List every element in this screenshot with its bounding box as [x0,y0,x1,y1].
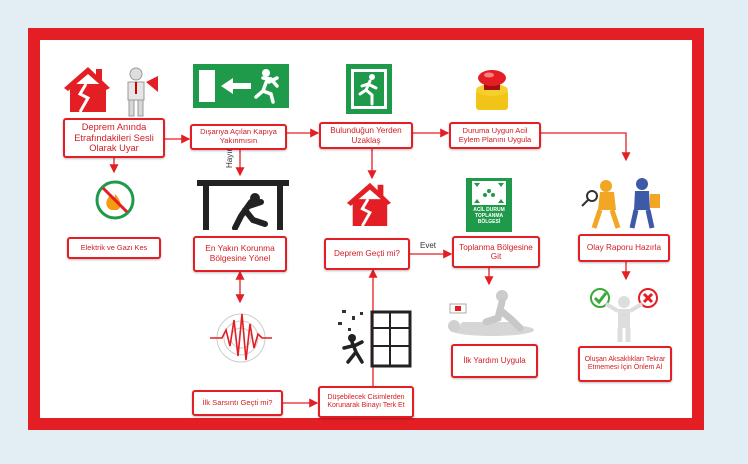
box-nearest-shelter: En Yakın Korunma Bölgesine Yönel [193,236,287,272]
box-first-aid: İlk Yardım Uygula [451,344,538,378]
sign-line-1: ACİL DURUM [473,207,505,213]
box-cut-power-gas: Elektrik ve Gazı Kes [67,237,161,259]
box-warn-others: Deprem Anında Etrafındakileri Sesli Olar… [63,118,165,158]
box-prepare-report: Olay Raporu Hazırla [578,234,670,262]
box-near-exit-door: Dışarıya Açılan Kapıya Yakınmısın [190,124,287,150]
box-apply-plan: Duruma Uygun Acil Eylem Planını Uygula [449,122,541,149]
box-go-assembly: Toplanma Bölgesine Git [452,236,540,268]
duck-cover-icon [197,180,289,230]
check-cross-figure-icon [590,288,658,342]
label-no: Hayır [225,148,234,168]
sign-line-3: BÖLGESİ [477,218,501,225]
label-yes: Evet [420,241,437,250]
box-quake-over: Deprem Geçti mi? [324,238,410,270]
house-crack-icon [64,67,110,112]
house-crack-icon [346,182,392,226]
report-figures-icon [581,178,660,229]
running-exit-icon [346,64,392,114]
assembly-point-sign-icon: ACİL DURUM TOPLANMA BÖLGESİ [466,178,512,232]
box-take-measures: Oluşan Aksaklıkları Tekrar Etmemesi İçin… [578,346,672,382]
box-first-shock-over: İlk Sarsıntı Geçti mi? [192,390,283,416]
seismograph-icon [210,313,272,363]
emergency-button-icon [476,70,508,110]
assembly-arrows-icon [472,181,506,205]
sign-line-2: TOPLANMA [474,212,504,219]
arrow-b4-b9 [541,132,631,162]
box-move-away: Bulunduğun Yerden Uzaklaş [319,122,413,149]
falling-debris-icon [338,310,412,368]
box-leave-building: Düşebilecek Cisimlerden Korunarak Binayı… [318,386,414,418]
no-fire-icon [95,180,135,220]
exit-sign-icon [193,64,289,108]
megaphone-man-icon [127,67,158,117]
first-aid-icon [448,290,534,336]
